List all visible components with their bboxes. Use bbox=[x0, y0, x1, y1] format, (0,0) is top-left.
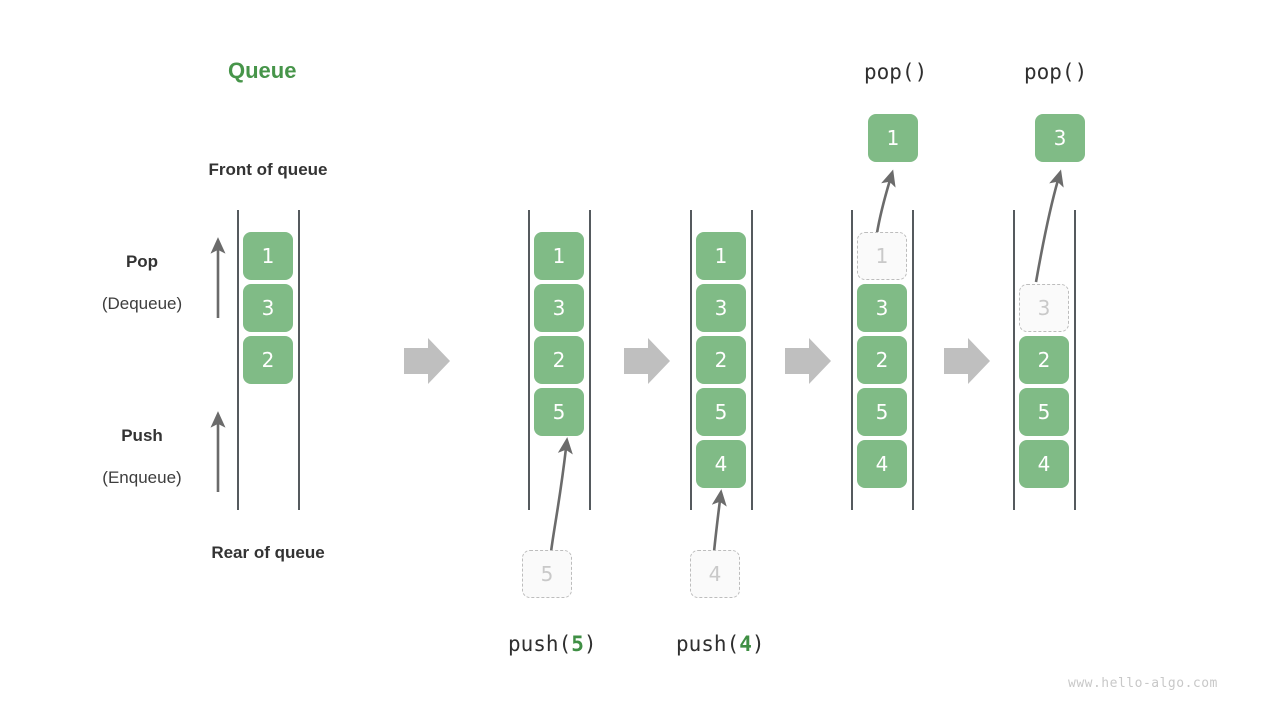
transition-arrow-1 bbox=[404, 338, 450, 384]
push-5-argument: 5 bbox=[571, 632, 584, 656]
push-5-prefix: push( bbox=[508, 632, 572, 656]
queue-cell: 1 bbox=[696, 232, 746, 280]
queue-cell: 2 bbox=[1019, 336, 1069, 384]
push-4-suffix: ) bbox=[751, 632, 765, 656]
diagram-title: Queue bbox=[228, 58, 297, 83]
push-5-suffix: ) bbox=[583, 632, 597, 656]
queue-rail-left bbox=[528, 210, 530, 510]
queue-cell: 2 bbox=[534, 336, 584, 384]
queue-rail-left bbox=[1013, 210, 1015, 510]
pop-3-arrow bbox=[1034, 169, 1064, 283]
queue-cell: 4 bbox=[1019, 440, 1069, 488]
queue-cell: 2 bbox=[857, 336, 907, 384]
queue-cell: 4 bbox=[857, 440, 907, 488]
watermark: www.hello-algo.com bbox=[1068, 676, 1218, 691]
incoming-ghost-cell: 4 bbox=[690, 550, 740, 598]
push-legend-title: Push bbox=[121, 426, 163, 445]
push-4-operation-label: push(4) bbox=[676, 632, 765, 656]
queue-cell: 1 bbox=[534, 232, 584, 280]
queue-cell: 3 bbox=[534, 284, 584, 332]
popped-element: 3 bbox=[1035, 114, 1085, 162]
queue-rail-left bbox=[237, 210, 239, 510]
queue-cell-vacated: 1 bbox=[857, 232, 907, 280]
queue-cell: 3 bbox=[857, 284, 907, 332]
pop-legend-subtitle: (Dequeue) bbox=[101, 294, 183, 313]
push-5-operation-label: push(5) bbox=[508, 632, 597, 656]
queue-cell: 5 bbox=[857, 388, 907, 436]
queue-cell: 2 bbox=[696, 336, 746, 384]
queue-rail-right bbox=[589, 210, 591, 510]
transition-arrow-3 bbox=[785, 338, 831, 384]
push-4-prefix: push( bbox=[676, 632, 740, 656]
queue-cell: 5 bbox=[534, 388, 584, 436]
queue-rail-right bbox=[751, 210, 753, 510]
queue-rail-right bbox=[1074, 210, 1076, 510]
pop-1-arrow bbox=[875, 169, 896, 234]
queue-cell: 1 bbox=[243, 232, 293, 280]
push-legend-subtitle: (Enqueue) bbox=[102, 468, 182, 487]
queue-cell: 3 bbox=[696, 284, 746, 332]
push-4-argument: 4 bbox=[739, 632, 752, 656]
queue-cell: 3 bbox=[243, 284, 293, 332]
pop-legend-title: Pop bbox=[125, 252, 159, 271]
queue-cell: 4 bbox=[696, 440, 746, 488]
incoming-ghost-cell: 5 bbox=[522, 550, 572, 598]
queue-rail-left bbox=[851, 210, 853, 510]
transition-arrow-2 bbox=[624, 338, 670, 384]
push-5-arrow bbox=[549, 437, 573, 553]
queue-rail-right bbox=[912, 210, 914, 510]
rear-of-queue-label: Rear of queue bbox=[211, 543, 325, 562]
pop-2-operation-label: pop() bbox=[1024, 60, 1088, 84]
push-4-arrow bbox=[711, 489, 727, 553]
front-of-queue-label: Front of queue bbox=[208, 160, 328, 179]
queue-rail-left bbox=[690, 210, 692, 510]
pop-1-operation-label: pop() bbox=[864, 60, 928, 84]
queue-cell: 5 bbox=[696, 388, 746, 436]
popped-element: 1 bbox=[868, 114, 918, 162]
queue-cell: 2 bbox=[243, 336, 293, 384]
queue-cell-vacated: 3 bbox=[1019, 284, 1069, 332]
queue-rail-right bbox=[298, 210, 300, 510]
transition-arrow-4 bbox=[944, 338, 990, 384]
queue-cell: 5 bbox=[1019, 388, 1069, 436]
